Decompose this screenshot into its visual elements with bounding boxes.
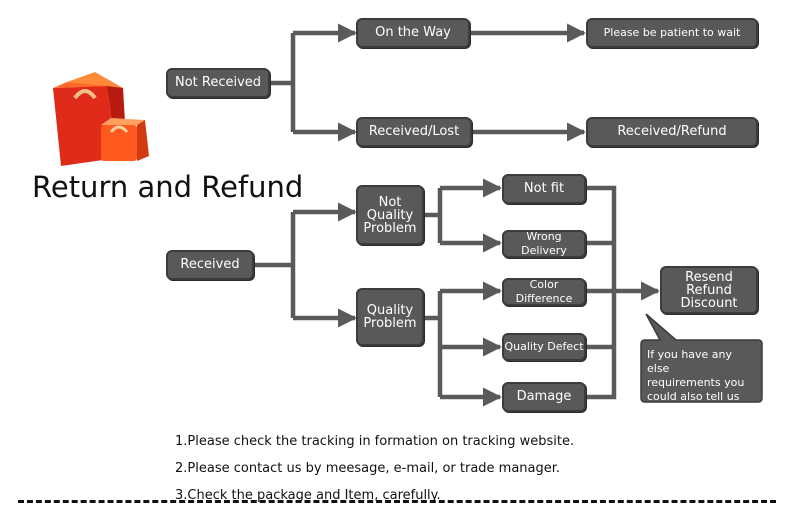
node-wrong-delivery: Wrong Delivery	[502, 230, 586, 258]
shopping-bags-icon	[53, 72, 149, 166]
instruction-item: 2.Please contact us by meesage, e-mail, …	[175, 461, 561, 476]
node-received-lost: Received/Lost	[356, 117, 472, 147]
node-not-fit: Not fit	[502, 174, 586, 204]
instruction-item: 3.Check the package and Item, carefully.	[175, 488, 441, 503]
page-title: Return and Refund	[32, 170, 304, 204]
node-color-difference: Color Difference	[502, 278, 586, 306]
node-received: Received	[166, 250, 254, 280]
instructions-list: 1.Please check the tracking in formation…	[175, 432, 574, 513]
node-not-received: Not Received	[166, 68, 270, 98]
node-resend-refund-discount: Resend Refund Discount	[660, 266, 758, 314]
node-on-the-way: On the Way	[356, 18, 470, 48]
node-not-quality-problem: Not Quality Problem	[356, 185, 424, 245]
dashed-divider	[18, 500, 776, 503]
node-received-refund: Received/Refund	[586, 117, 758, 147]
node-damage: Damage	[502, 382, 586, 412]
node-please-wait: Please be patient to wait	[586, 18, 758, 48]
callout-text: If you have any else requirements you co…	[647, 348, 745, 403]
instruction-item: 1.Please check the tracking in formation…	[175, 434, 575, 449]
node-quality-defect: Quality Defect	[502, 333, 586, 361]
node-quality-problem: Quality Problem	[356, 288, 424, 346]
